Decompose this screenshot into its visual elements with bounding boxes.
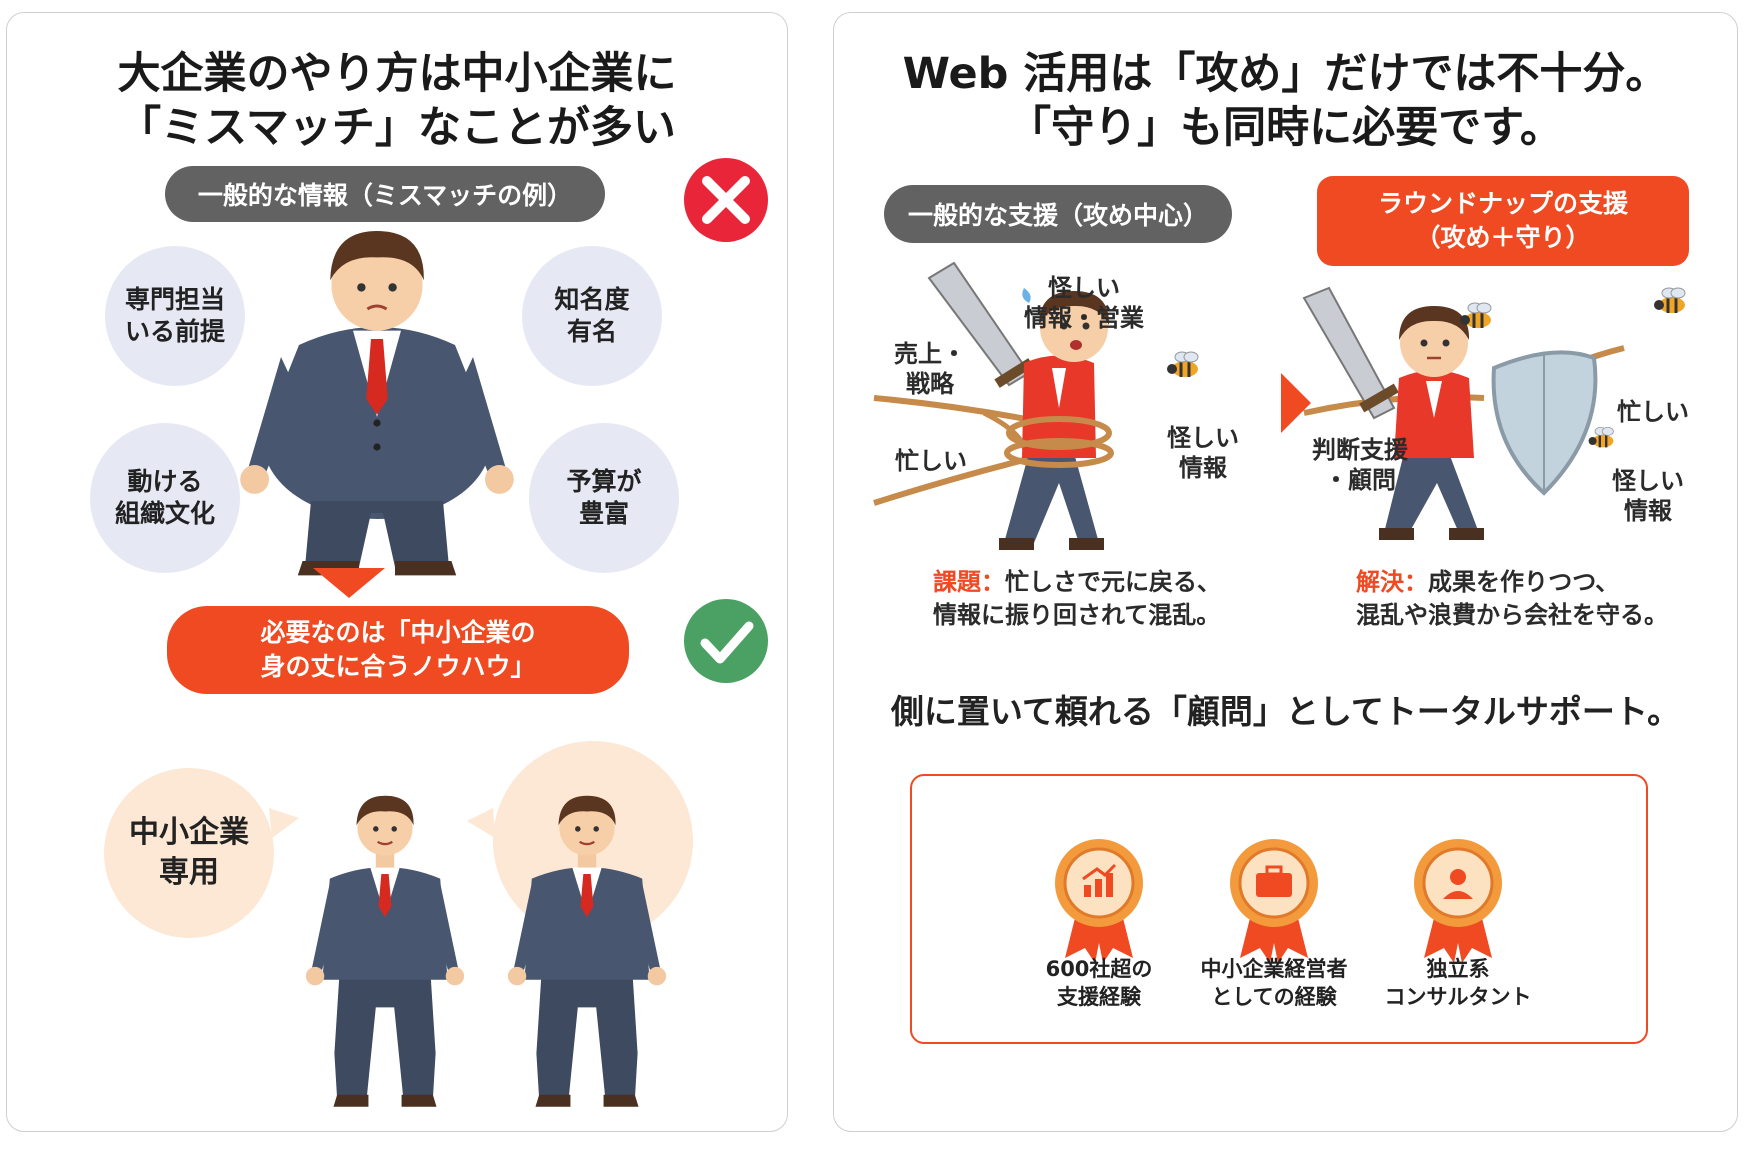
solution-keyword: 解決： bbox=[1356, 568, 1428, 596]
bubble-organization-line1: 動ける bbox=[127, 467, 203, 496]
credential-2-line2: としての経験 bbox=[1211, 985, 1337, 1009]
right-title-line1: Web 活用は「攻め」だけでは不十分。 bbox=[902, 49, 1669, 99]
down-arrow-icon bbox=[313, 568, 385, 598]
credential-2-line1: 中小企業経営者 bbox=[1200, 957, 1348, 981]
wrong-icon bbox=[684, 158, 768, 242]
general-support-pill-label: 一般的な支援（攻め中心） bbox=[907, 201, 1208, 230]
medal-growth-icon bbox=[1055, 839, 1143, 963]
next-arrow-icon bbox=[1281, 373, 1311, 433]
roundup-support-line2: （攻め＋守り） bbox=[1415, 223, 1591, 252]
needed-knowhow-line1: 必要なのは「中小企業の bbox=[260, 618, 536, 647]
label-sales-line2: 戦略 bbox=[906, 370, 954, 398]
label-judgement-line1: 判断支援 bbox=[1312, 436, 1408, 464]
label-suspicious-info-2: 怪しい情報 bbox=[1612, 466, 1684, 526]
label-judgement-support: 判断支援・顧問 bbox=[1312, 435, 1408, 495]
credential-independent-consultant: 独立系コンサルタント bbox=[1368, 955, 1548, 1011]
credential-1-line2: 支援経験 bbox=[1057, 985, 1141, 1009]
issue-line2: 情報に振り回されて混乱。 bbox=[933, 601, 1221, 629]
credential-sme-owner: 中小企業経営者としての経験 bbox=[1184, 955, 1364, 1011]
label-sales-strategy: 売上・戦略 bbox=[894, 339, 966, 399]
label-suspicious-info-2-line1: 怪しい bbox=[1612, 467, 1684, 495]
label-suspicious-sales: 怪しい情報・営業 bbox=[1024, 273, 1144, 333]
roundup-support-line1: ラウンドナップの支援 bbox=[1377, 189, 1628, 218]
solution-line1: 成果を作りつつ、 bbox=[1428, 568, 1620, 596]
left-panel: 大企業のやり方は中小企業に 「ミスマッチ」なことが多い 一般的な情報（ミスマッチ… bbox=[6, 12, 788, 1132]
general-support-pill: 一般的な支援（攻め中心） bbox=[884, 185, 1232, 243]
bee-icon-1 bbox=[1165, 350, 1200, 379]
right-title-line2: 「守り」も同時に必要です。 bbox=[1008, 103, 1563, 153]
issue-line1: 忙しさで元に戻る、 bbox=[1005, 568, 1221, 596]
credential-3-line2: コンサルタント bbox=[1384, 985, 1532, 1009]
bubble-professional-line1: 専門担当 bbox=[124, 285, 225, 314]
bubble-sme-only: 中小企業専用 bbox=[104, 768, 274, 938]
label-busy-1-text: 忙しい bbox=[895, 447, 967, 475]
credentials-box bbox=[910, 774, 1648, 1044]
label-suspicious-sales-line1: 怪しい bbox=[1048, 274, 1120, 302]
credential-3-line1: 独立系 bbox=[1426, 957, 1490, 981]
medal-person-icon bbox=[1414, 839, 1502, 963]
label-sales-line1: 売上・ bbox=[894, 340, 966, 368]
bee-icon-2 bbox=[1458, 301, 1493, 330]
bubble-professional: 専門担当いる前提 bbox=[105, 246, 245, 386]
right-title: Web 活用は「攻め」だけでは不十分。 「守り」も同時に必要です。 bbox=[834, 47, 1737, 155]
bubble-sme-line1: 中小企業 bbox=[129, 815, 249, 850]
tangled-businessman-illustration bbox=[873, 261, 1114, 550]
bubble-budget: 予算が豊富 bbox=[529, 423, 679, 573]
bubble-fame-line2: 有名 bbox=[566, 317, 617, 346]
bee-icon-3 bbox=[1652, 286, 1687, 315]
label-suspicious-info-1-line2: 情報 bbox=[1179, 454, 1227, 482]
right-illustration bbox=[873, 261, 1687, 963]
label-busy-2-text: 忙しい bbox=[1617, 398, 1689, 426]
bee-icon-4 bbox=[1587, 426, 1615, 449]
general-info-pill-label: 一般的な情報（ミスマッチの例） bbox=[197, 181, 573, 210]
label-busy-1: 忙しい bbox=[895, 446, 967, 476]
bubble-professional-line2: いる前提 bbox=[124, 317, 225, 346]
issue-keyword: 課題： bbox=[933, 568, 1005, 596]
label-suspicious-info-2-line2: 情報 bbox=[1624, 497, 1672, 525]
right-panel: Web 活用は「攻め」だけでは不十分。 「守り」も同時に必要です。 一般的な支援… bbox=[833, 12, 1738, 1132]
general-info-pill: 一般的な情報（ミスマッチの例） bbox=[165, 166, 605, 222]
businessman-illustration-1 bbox=[304, 794, 466, 1108]
label-suspicious-info-1: 怪しい情報 bbox=[1167, 423, 1239, 483]
bubble-fame-line1: 知名度 bbox=[554, 285, 630, 314]
credential-1-line1: 600社超の bbox=[1045, 957, 1153, 981]
bubble-organization-line2: 組織文化 bbox=[114, 499, 215, 528]
large-businessman-illustration bbox=[240, 231, 514, 576]
solution-caption: 解決：成果を作りつつ、 混乱や浪費から会社を守る。 bbox=[1356, 566, 1668, 632]
left-title: 大企業のやり方は中小企業に 「ミスマッチ」なことが多い bbox=[7, 47, 787, 155]
left-title-line2: 「ミスマッチ」なことが多い bbox=[118, 103, 676, 153]
bubble-sme-line2: 専用 bbox=[159, 855, 219, 890]
bubble-budget-line1: 予算が bbox=[566, 467, 642, 496]
label-suspicious-info-1-line1: 怪しい bbox=[1167, 424, 1239, 452]
advisor-tagline: 側に置いて頼れる「顧問」としてトータルサポート。 bbox=[890, 692, 1681, 731]
shielded-businessman-illustration bbox=[1302, 286, 1625, 540]
bubble-sme-tail bbox=[269, 808, 299, 838]
label-judgement-line2: ・顧問 bbox=[1324, 466, 1396, 494]
bubble-budget-line2: 豊富 bbox=[578, 499, 629, 528]
left-illustration bbox=[240, 158, 768, 1108]
solution-line2: 混乱や浪費から会社を守る。 bbox=[1356, 601, 1668, 629]
label-suspicious-sales-line2: 情報・営業 bbox=[1024, 304, 1144, 332]
roundup-support-pill: ラウンドナップの支援 （攻め＋守り） bbox=[1317, 176, 1689, 266]
needed-knowhow-pill: 必要なのは「中小企業の身の丈に合うノウハウ」 bbox=[167, 606, 629, 694]
medal-briefcase-icon bbox=[1230, 839, 1318, 963]
issue-caption: 課題：忙しさで元に戻る、 情報に振り回されて混乱。 bbox=[933, 566, 1221, 632]
credential-support-experience: 600社超の支援経験 bbox=[1009, 955, 1189, 1011]
label-busy-2: 忙しい bbox=[1617, 397, 1689, 427]
bubble-organization: 動ける組織文化 bbox=[90, 423, 240, 573]
left-title-line1: 大企業のやり方は中小企業に bbox=[117, 49, 677, 99]
bubble-fame: 知名度有名 bbox=[522, 246, 662, 386]
needed-knowhow-line2: 身の丈に合うノウハウ」 bbox=[260, 652, 536, 681]
correct-icon bbox=[684, 599, 768, 683]
